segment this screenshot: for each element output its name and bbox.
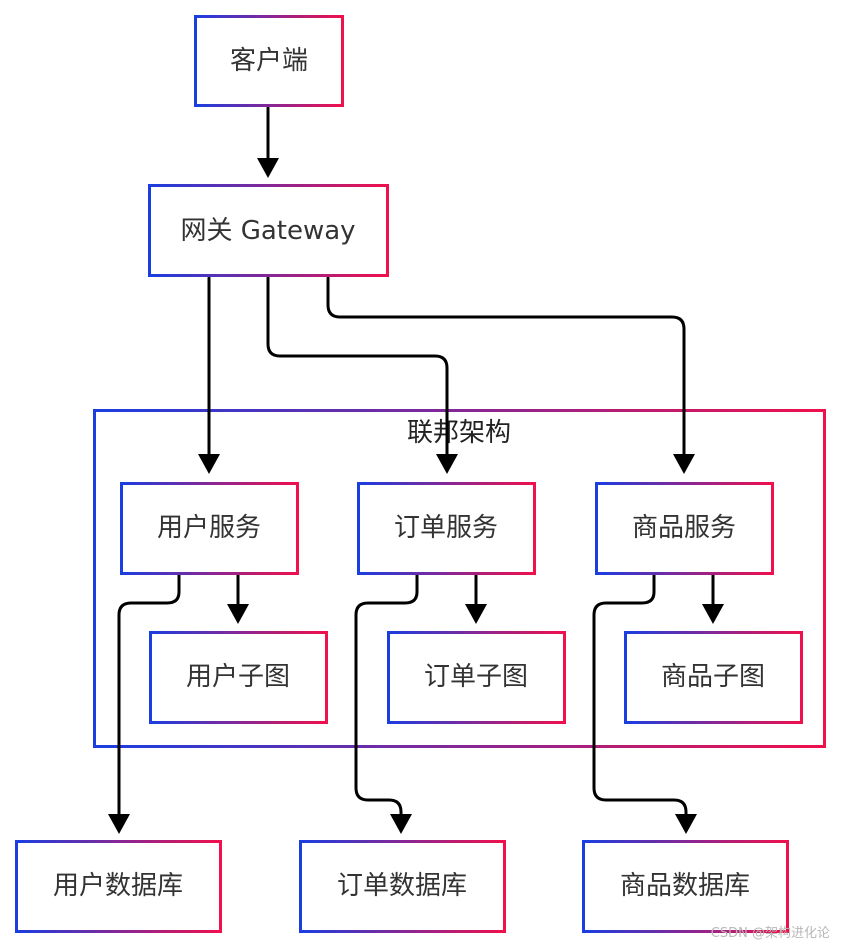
edge-order-service-order-db — [354, 573, 419, 816]
node-user-db[interactable]: 用户数据库 — [15, 840, 222, 933]
arrowhead-order-service-order-db — [390, 814, 412, 834]
node-order-subgraph-label: 订单子图 — [424, 662, 528, 692]
arrowhead-order-service-order-subgraph — [465, 604, 487, 624]
edges — [108, 106, 724, 834]
node-order-service-label: 订单服务 — [394, 513, 498, 543]
node-product-subgraph-label: 商品子图 — [661, 662, 765, 692]
arrowhead-gateway-product-service — [673, 454, 695, 474]
node-order-db-label: 订单数据库 — [337, 871, 467, 901]
arrowhead-user-service-user-subgraph — [227, 604, 249, 624]
arrowhead-client-gateway — [257, 158, 279, 178]
arrowhead-user-service-user-db — [108, 814, 130, 834]
node-order-service[interactable]: 订单服务 — [357, 482, 536, 575]
federation-group: 联邦架构 — [93, 409, 826, 748]
arrowhead-product-service-product-subgraph — [702, 604, 724, 624]
node-product-db[interactable]: 商品数据库 — [582, 840, 789, 933]
edge-gateway-order-service — [266, 276, 449, 456]
node-user-db-label: 用户数据库 — [53, 871, 183, 901]
node-client-label: 客户端 — [230, 46, 308, 76]
arrowhead-gateway-order-service — [436, 454, 458, 474]
edge-product-service-product-db — [592, 573, 688, 816]
edge-user-service-user-db — [117, 573, 181, 816]
node-user-service-label: 用户服务 — [157, 513, 261, 543]
node-product-subgraph[interactable]: 商品子图 — [624, 631, 803, 724]
node-user-subgraph[interactable]: 用户子图 — [149, 631, 328, 724]
node-product-db-label: 商品数据库 — [620, 871, 750, 901]
node-gateway[interactable]: 网关 Gateway — [148, 184, 389, 277]
node-gateway-label: 网关 Gateway — [180, 216, 355, 246]
node-client[interactable]: 客户端 — [194, 15, 344, 107]
node-product-service[interactable]: 商品服务 — [595, 482, 774, 575]
federation-group-label: 联邦架构 — [407, 418, 511, 448]
arrowhead-gateway-user-service — [198, 454, 220, 474]
node-product-service-label: 商品服务 — [632, 513, 736, 543]
arrowhead-product-service-product-db — [675, 814, 697, 834]
node-user-subgraph-label: 用户子图 — [186, 662, 290, 692]
watermark: CSDN @架构进化论 — [711, 926, 830, 941]
node-order-subgraph[interactable]: 订单子图 — [387, 631, 566, 724]
node-user-service[interactable]: 用户服务 — [120, 482, 299, 575]
node-order-db[interactable]: 订单数据库 — [299, 840, 506, 933]
edge-gateway-product-service — [326, 276, 686, 456]
